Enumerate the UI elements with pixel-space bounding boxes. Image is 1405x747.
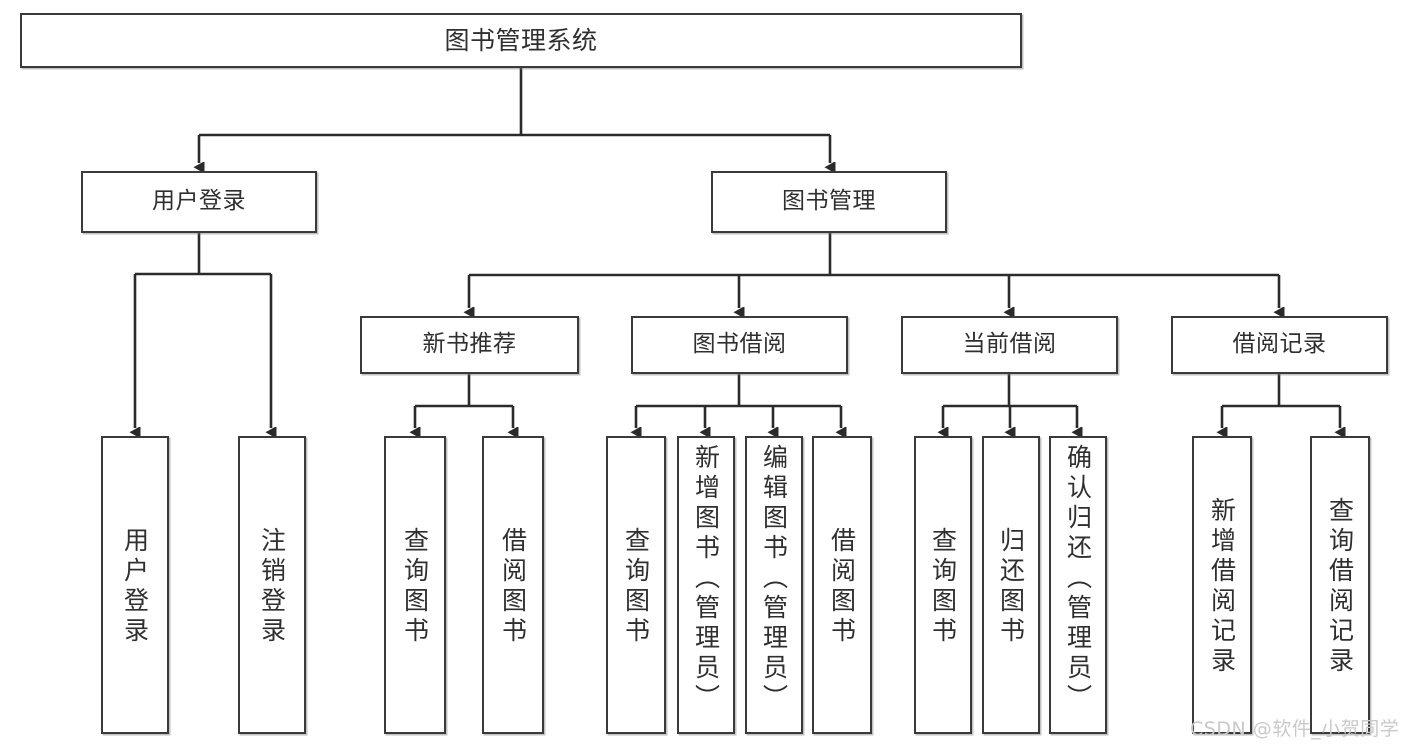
- node-label: 查询图书: [621, 527, 651, 647]
- node-label: 借阅图书: [498, 527, 528, 647]
- node-label: 借阅记录: [1232, 331, 1327, 358]
- node-new-book-recommend[interactable]: 新书推荐: [360, 316, 579, 374]
- node-label: 确认归还（管理员）: [1063, 444, 1093, 714]
- leaf-user-login-logout[interactable]: 注销登录: [238, 436, 306, 734]
- node-user-login[interactable]: 用户登录: [81, 171, 317, 233]
- leaf-borrow-edit-book-admin[interactable]: 编辑图书（管理员）: [745, 436, 803, 734]
- node-label: 归还图书: [996, 527, 1026, 647]
- leaf-record-add-record[interactable]: 新增借阅记录: [1192, 436, 1252, 734]
- node-book-borrow[interactable]: 图书借阅: [631, 316, 848, 374]
- node-label: 查询图书: [400, 527, 430, 647]
- node-current-borrow[interactable]: 当前借阅: [901, 316, 1118, 374]
- node-label: 图书借阅: [692, 331, 787, 358]
- node-label: 图书管理: [782, 188, 876, 215]
- leaf-recommend-query-book[interactable]: 查询图书: [384, 436, 446, 734]
- leaf-user-login-login[interactable]: 用户登录: [101, 436, 169, 734]
- node-label: 新增借阅记录: [1207, 497, 1237, 677]
- leaf-current-confirm-return-admin[interactable]: 确认归还（管理员）: [1049, 436, 1107, 734]
- node-label: 用户登录: [152, 188, 246, 215]
- node-borrow-record[interactable]: 借阅记录: [1171, 316, 1388, 374]
- leaf-borrow-add-book-admin[interactable]: 新增图书（管理员）: [677, 436, 735, 734]
- leaf-record-query-record[interactable]: 查询借阅记录: [1310, 436, 1370, 734]
- node-label: 新增图书（管理员）: [691, 444, 721, 714]
- node-label: 注销登录: [257, 527, 287, 647]
- node-label: 查询图书: [928, 527, 958, 647]
- node-label: 借阅图书: [827, 527, 857, 647]
- csdn-watermark: CSDN @软件_小贺同学: [1190, 718, 1400, 740]
- node-label: 新书推荐: [422, 331, 517, 358]
- node-book-management[interactable]: 图书管理: [711, 171, 947, 233]
- node-label: 图书管理系统: [444, 25, 598, 55]
- leaf-current-return-book[interactable]: 归还图书: [982, 436, 1040, 734]
- leaf-borrow-borrow-book[interactable]: 借阅图书: [812, 436, 872, 734]
- leaf-current-query-book[interactable]: 查询图书: [914, 436, 972, 734]
- node-label: 用户登录: [120, 527, 150, 647]
- node-label: 查询借阅记录: [1325, 497, 1355, 677]
- node-label: 当前借阅: [962, 331, 1057, 358]
- node-label: 编辑图书（管理员）: [759, 444, 789, 714]
- leaf-recommend-borrow-book[interactable]: 借阅图书: [482, 436, 544, 734]
- node-root-system[interactable]: 图书管理系统: [20, 13, 1022, 68]
- leaf-borrow-query-book[interactable]: 查询图书: [606, 436, 666, 734]
